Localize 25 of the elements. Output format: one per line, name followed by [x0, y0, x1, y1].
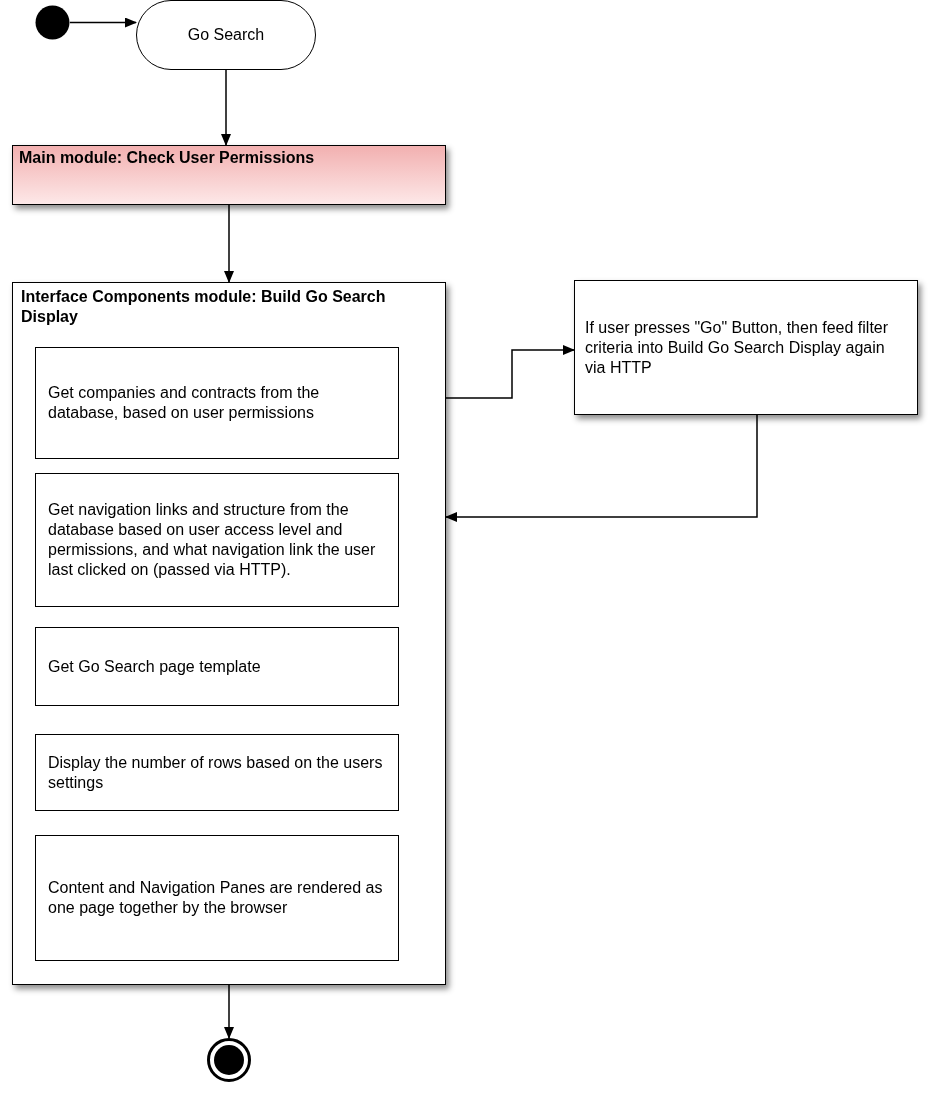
box-text: Content and Navigation Panes are rendered as one page together by the browser [48, 878, 384, 918]
box-text: Go Search [187, 25, 265, 45]
arrow [445, 414, 758, 522]
process-box [35, 835, 399, 961]
module-heading: Interface Components module: Build Go Search Display [21, 287, 387, 327]
box-text: Get Go Search page template [48, 656, 261, 677]
module-box [12, 145, 446, 205]
module-heading: Main module: Check User Permissions [19, 148, 316, 168]
arrow [69, 17, 137, 28]
arrow [224, 204, 234, 283]
box-text: Get companies and contracts from the database, based on user permissions [48, 383, 321, 423]
arrow [224, 984, 234, 1039]
arrow [445, 345, 575, 399]
process-box [35, 627, 399, 706]
process-box [35, 473, 399, 607]
box-text: If user presses "Go" Button, then feed filter criteria into Build Go Search Display again via HTTP [585, 317, 890, 378]
process-box [35, 734, 399, 811]
end-node [207, 1038, 251, 1082]
module-container [12, 282, 446, 985]
start-node [35, 5, 70, 40]
arrow [221, 69, 231, 146]
box-text: Display the number of rows based on the users settings [48, 752, 384, 793]
note-box [574, 280, 918, 415]
process-box [35, 347, 399, 459]
box-text: Get navigation links and structure from the database based on user access level and permissions, and what navigation link the user last clicked on (passed via HTTP). [48, 500, 377, 580]
